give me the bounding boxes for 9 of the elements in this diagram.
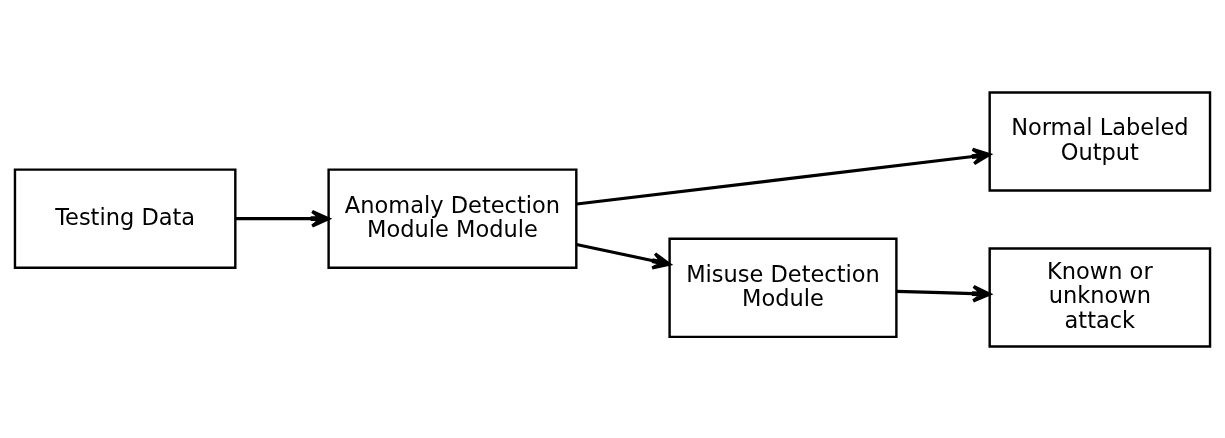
node-box: Anomaly Detection Module Module — [327, 167, 578, 269]
arrow — [896, 284, 992, 302]
arrow — [576, 147, 992, 206]
node-box: Known or unknown attack — [988, 246, 1212, 348]
arrow — [576, 242, 672, 270]
node-box: Testing Data — [13, 167, 237, 269]
arrow — [235, 209, 330, 228]
node-box: Misuse Detection Module — [668, 237, 898, 338]
node-box: Normal Labeled Output — [988, 90, 1212, 192]
